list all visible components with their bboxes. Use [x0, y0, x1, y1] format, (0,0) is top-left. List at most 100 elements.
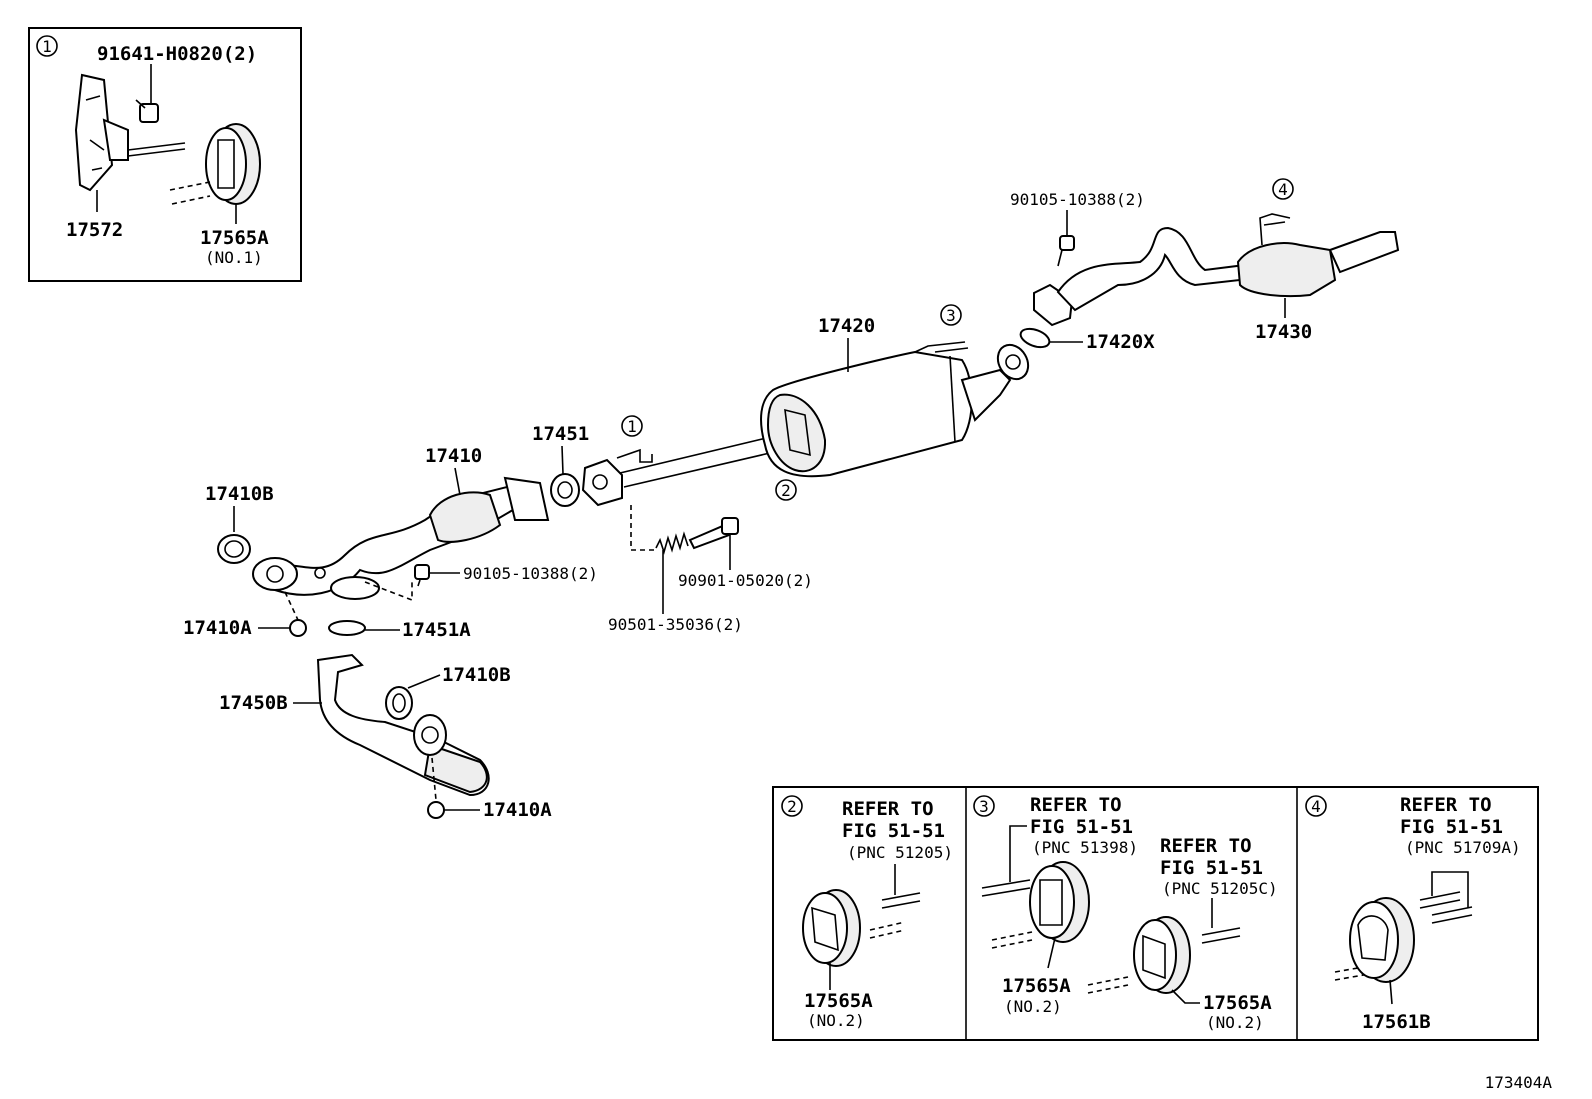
inset-2-refer-2: FIG 51-51 — [842, 820, 945, 842]
gasket-17420X-label: 17420X — [1086, 331, 1155, 353]
lower-pipe-end — [423, 743, 488, 794]
muffler-end-detail — [784, 408, 811, 457]
inset-1-bolt-label: 91641-H0820(2) — [97, 43, 257, 65]
muffler-hanger — [914, 341, 969, 353]
spring-hidden — [630, 505, 655, 551]
front-pipe-branch-flange — [330, 576, 380, 600]
center-pipe-hanger — [616, 448, 653, 463]
inset-3-pnc-a: (PNC 51398) — [1032, 838, 1138, 857]
marker-1: 1 — [627, 417, 637, 436]
inset-3-refer-b2: FIG 51-51 — [1160, 857, 1263, 879]
inset-3-part-a-leader — [1047, 937, 1056, 969]
inset-3-pnc-b: (PNC 51205C) — [1162, 879, 1278, 898]
inset-4: 4 REFER TO FIG 51-51 (PNC 51709A) 17561B — [1305, 794, 1521, 1033]
spring-icon — [655, 531, 689, 555]
muffler-seam — [949, 355, 956, 443]
bolt-top-shank — [1057, 249, 1063, 267]
marker-2: 2 — [781, 481, 791, 500]
gasket-17451-hole — [557, 481, 573, 499]
nut-17410A-a-label: 17410A — [183, 617, 252, 639]
inset-3-rod-b-hidden — [1087, 976, 1129, 994]
spring-label: 90501-35036(2) — [608, 615, 743, 634]
gasket-17451A-icon — [328, 620, 366, 636]
inset-3-refer-a1: REFER TO — [1030, 794, 1122, 816]
insulator-label: 17565A — [200, 227, 269, 249]
gasket-17410B-b-hole — [392, 693, 406, 713]
marker-4: 4 — [1278, 180, 1288, 199]
inset-3-refer-a2: FIG 51-51 — [1030, 816, 1133, 838]
inset-2-rod-hidden — [869, 921, 906, 939]
hanger-bracket-detail — [85, 95, 105, 171]
tail-pipe — [1056, 226, 1247, 312]
rubber-insulator-face-icon — [205, 127, 247, 201]
figure-id: 173404A — [1485, 1073, 1553, 1092]
nut-17410A-a-icon — [289, 619, 307, 637]
inset-2: 2 REFER TO FIG 51-51 (PNC 51205) 17565A … — [781, 795, 953, 1030]
hanger-rod-2 — [127, 148, 186, 157]
inset-4-marker-circle — [1305, 795, 1327, 817]
long-bolt-label: 90901-05020(2) — [678, 571, 813, 590]
inset-1: 1 91641-H0820(2) 17572 17565A (NO.1) — [28, 27, 302, 282]
inset-3-marker-circle — [973, 795, 995, 817]
inset-4-part-leader — [1389, 979, 1393, 1005]
bolt-top-label: 90105-10388(2) — [1010, 190, 1145, 209]
bolt-mid-icon — [414, 564, 430, 580]
inset-3-rod-b — [1201, 927, 1241, 944]
gasket-17410B-a-icon — [217, 534, 251, 564]
marker-1-circle — [621, 415, 643, 437]
tail-pipe-tip — [1328, 231, 1400, 274]
inset-3-rod-a-hidden — [991, 931, 1033, 949]
front-pipe-flange — [503, 476, 550, 521]
nut-a-hidden — [284, 591, 299, 621]
inset-3-part-a: 17565A — [1002, 975, 1071, 997]
inset-3-marker: 3 — [979, 797, 989, 816]
marker-2-circle — [775, 479, 797, 501]
hanger-bracket — [74, 73, 114, 192]
inset-3-part-b-sub: (NO.2) — [1206, 1013, 1264, 1032]
inset-3-part-b-leader — [1171, 989, 1200, 1004]
front-pipe-leader — [454, 467, 461, 496]
inset-1-marker-circle — [36, 35, 58, 57]
inset-3: 3 REFER TO FIG 51-51 (PNC 51398) REFER T… — [973, 794, 1278, 1032]
nut-b-hidden — [431, 757, 437, 801]
gasket-17451-label: 17451 — [532, 423, 589, 445]
inset-3-refer-b1: REFER TO — [1160, 835, 1252, 857]
marker-3-circle — [940, 304, 962, 326]
inset-1-rod-hidden — [169, 181, 211, 205]
catalytic-converter-front — [428, 491, 502, 543]
center-pipe-flange — [581, 458, 623, 507]
inset-4-rod-b — [1431, 906, 1473, 924]
gasket-17451-leader — [561, 445, 564, 475]
insulator-17561B-slot-icon — [1357, 915, 1389, 961]
inset-3-leader-a — [1009, 825, 1027, 882]
hanger-plate — [102, 118, 129, 161]
gasket-17410B-b-label: 17410B — [442, 664, 511, 686]
muffler-end-cap — [766, 393, 827, 473]
bracket-label: 17572 — [66, 219, 123, 241]
marker-3: 3 — [946, 306, 956, 325]
hanger-rod — [127, 142, 186, 151]
inset-3-rod-a — [981, 879, 1031, 897]
bottom-insets: 2 REFER TO FIG 51-51 (PNC 51205) 17565A … — [772, 786, 1539, 1041]
inset-2-marker-circle — [781, 795, 803, 817]
bolt-shank-icon — [135, 99, 146, 109]
muffler-outlet-hole — [1005, 354, 1021, 370]
inset-2-part: 17565A — [804, 990, 873, 1012]
gasket-17451-icon — [550, 473, 580, 507]
main-assembly: 17410B 17410 17451 90105-10388(2) 17410A… — [183, 178, 1400, 821]
insulator-no2-face-icon — [802, 892, 848, 964]
muffler-outlet — [960, 368, 1012, 422]
nut-17410A-b-label: 17410A — [483, 799, 552, 821]
lower-pipe-flange — [413, 714, 447, 756]
inset-2-refer-1: REFER TO — [842, 798, 934, 820]
inset-2-part-sub: (NO.2) — [807, 1011, 865, 1030]
front-pipe-inlet-flange — [252, 557, 298, 591]
tail-pipe-label: 17430 — [1255, 321, 1312, 343]
inset-4-rod-a — [1419, 891, 1461, 909]
inset-2-rod — [881, 892, 921, 909]
insulator-17561B-face-icon — [1349, 901, 1399, 979]
inset-1-marker: 1 — [42, 37, 52, 56]
inset-4-rod-hidden — [1334, 964, 1376, 981]
insulator-sub-label: (NO.1) — [205, 248, 263, 267]
